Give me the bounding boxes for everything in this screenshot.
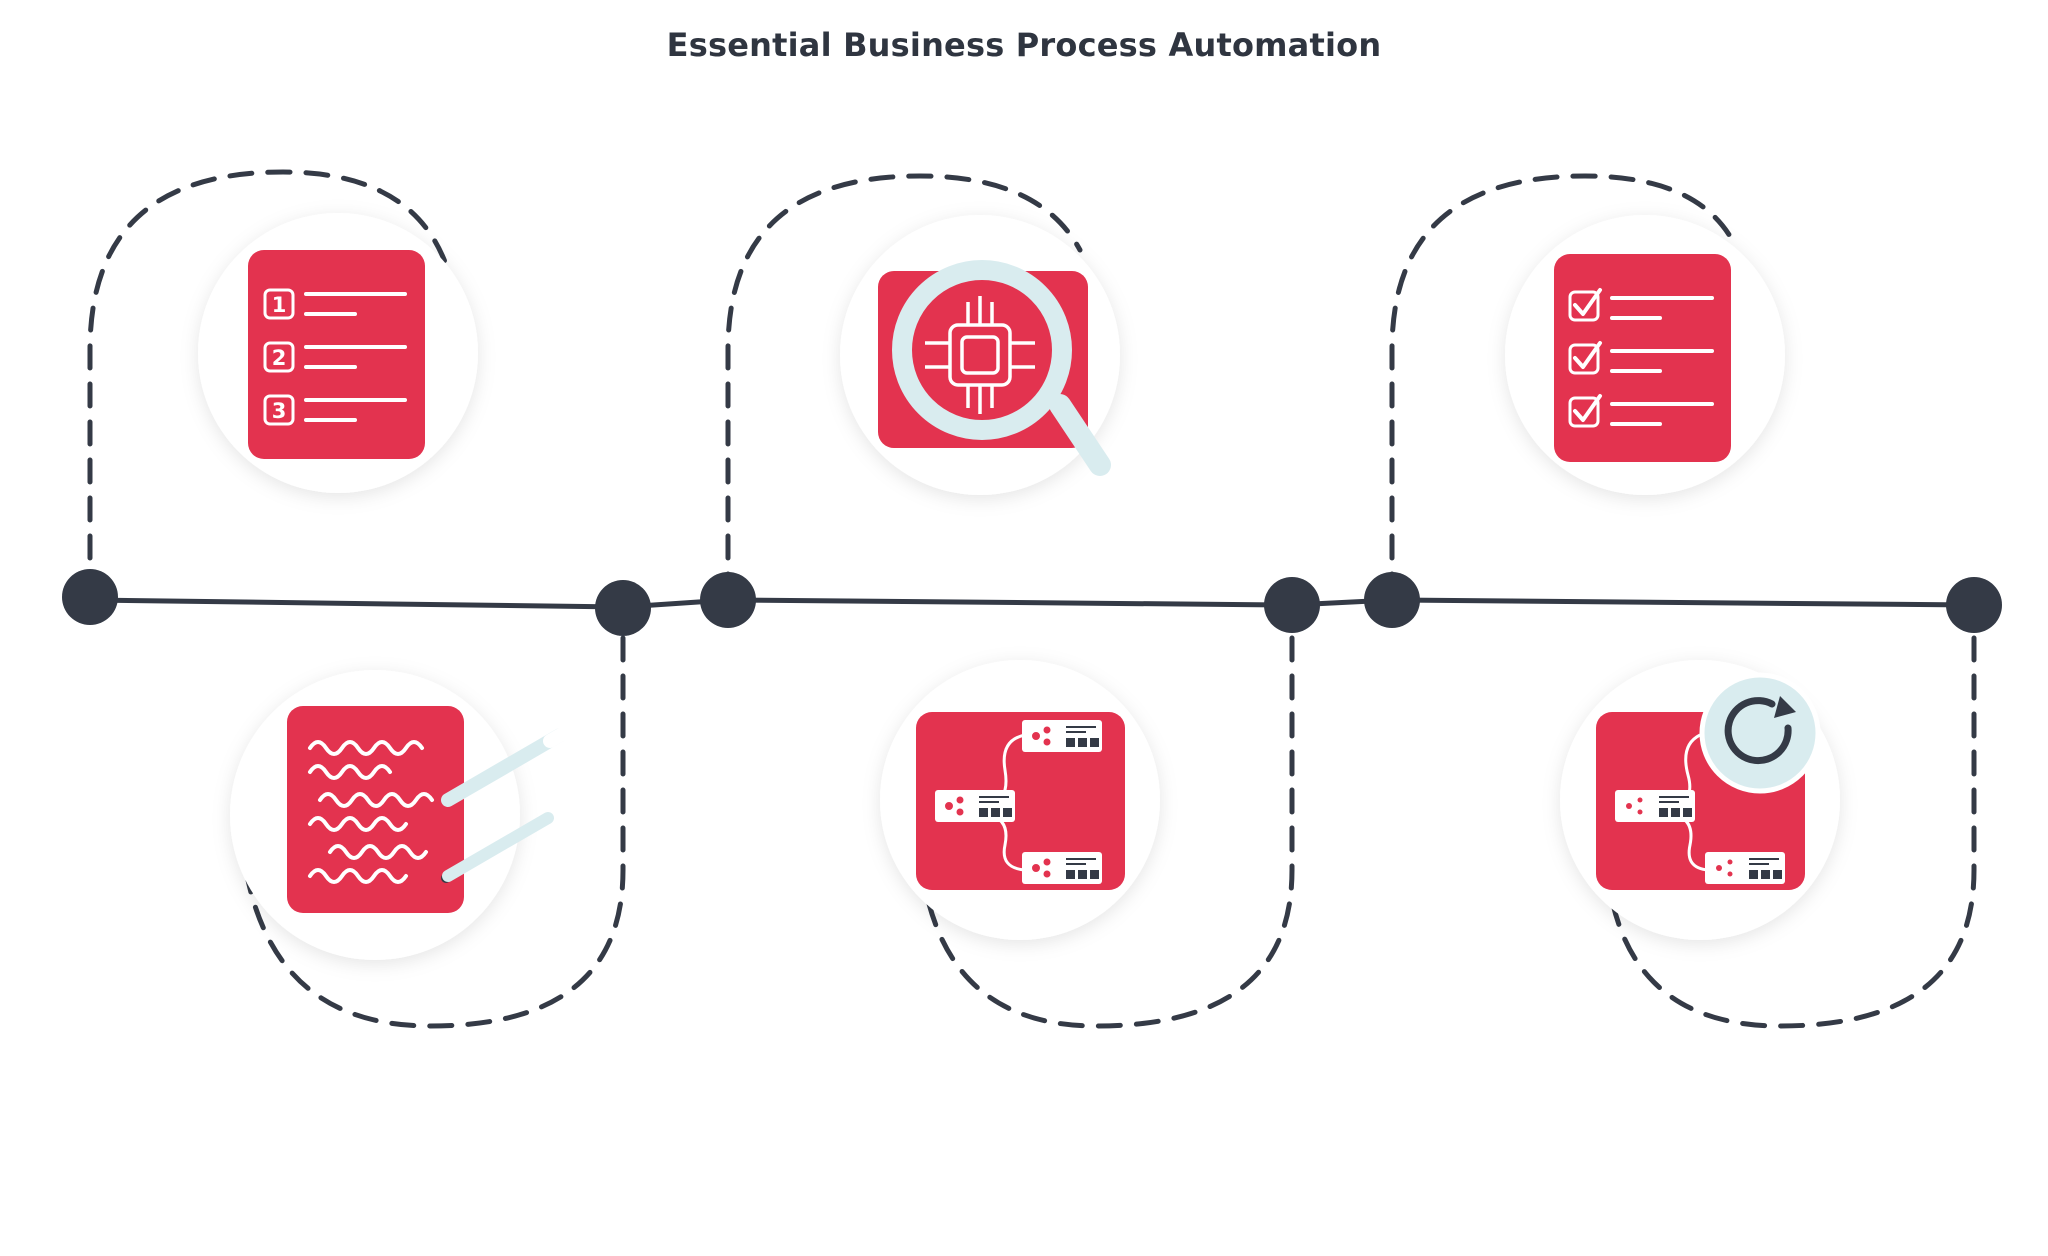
- workflow-nodes-icon: [916, 712, 1125, 890]
- step-checklist: [1505, 215, 1785, 495]
- timeline-node-1: [62, 569, 118, 625]
- timeline-segment-1: [87, 597, 626, 610]
- step-chip-magnifier: [840, 215, 1120, 495]
- dashed-loop-top-3: [1389, 173, 1738, 599]
- step-workflow-nodes: [880, 660, 1160, 940]
- refresh-icon: [1699, 672, 1821, 794]
- timeline-node-2: [595, 580, 651, 636]
- check-icon: [1573, 394, 1602, 422]
- page-title: Essential Business Process Automation: [666, 26, 1382, 64]
- timeline-node-4: [1264, 577, 1320, 633]
- step-document-writing: [230, 670, 569, 960]
- check-icon: [1573, 288, 1602, 316]
- check-icon: [1573, 341, 1602, 369]
- dashed-loop-bottom-3: [1609, 635, 1977, 1029]
- timeline-segment-5: [1389, 597, 1977, 608]
- magnifier-lens: [892, 260, 1072, 440]
- timeline-node-3: [700, 572, 756, 628]
- timeline-segment-3: [725, 597, 1295, 608]
- dashed-loop-bottom-2: [925, 635, 1295, 1029]
- dashed-loop-top-2: [725, 173, 1083, 599]
- step-numbered-list: 1 2 3: [198, 213, 478, 493]
- list-number-1: 1: [272, 293, 287, 317]
- pen-icon: [441, 727, 569, 883]
- timeline-node-5: [1364, 572, 1420, 628]
- dashed-loop-top-1: [87, 169, 448, 599]
- checklist-icon: [1554, 254, 1731, 462]
- timeline-node-6: [1946, 577, 2002, 633]
- magnifier-handle: [1049, 394, 1111, 476]
- document-writing-icon: [287, 706, 464, 913]
- list-number-3: 3: [272, 399, 287, 423]
- step-workflow-refresh: [1560, 660, 1840, 940]
- list-number-2: 2: [272, 346, 287, 370]
- dashed-loop-bottom-1: [245, 635, 626, 1029]
